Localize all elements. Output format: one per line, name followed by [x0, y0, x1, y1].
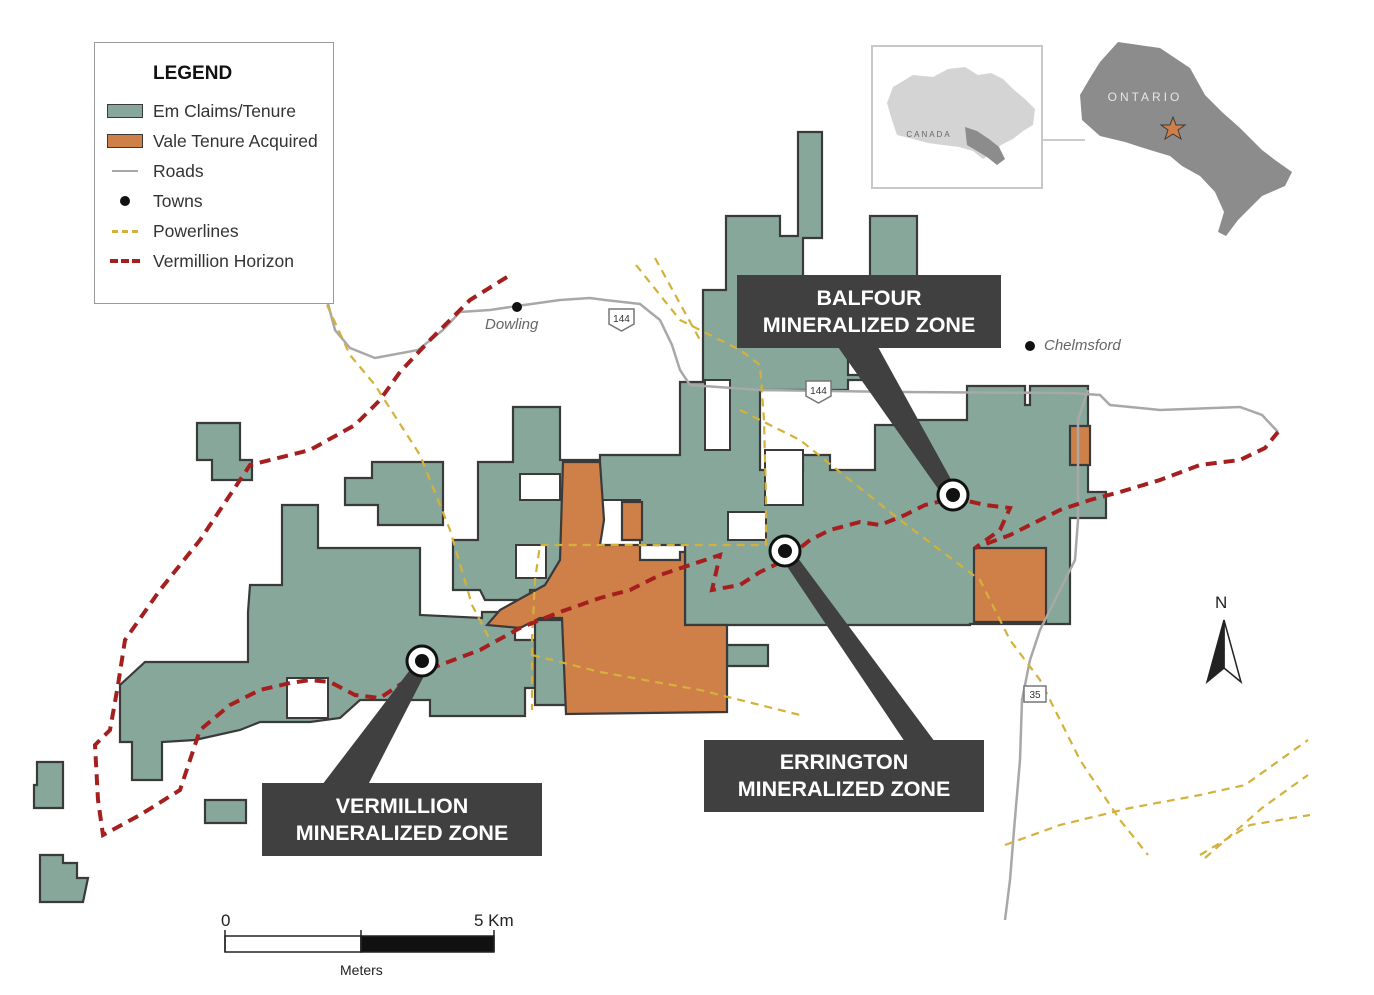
gap-a: [519, 473, 561, 501]
legend-item-roads: Roads: [107, 160, 204, 182]
canada-inset: CANADA: [871, 45, 1043, 189]
vermillion-horizon-line: [92, 275, 1280, 839]
legend-label-vale: Vale Tenure Acquired: [153, 130, 318, 151]
errington-marker: [768, 534, 802, 568]
balfour-zone-type: MINERALIZED ZONE: [762, 312, 976, 337]
errington-zone-type: MINERALIZED ZONE: [737, 777, 951, 801]
scale-start-label: 0: [221, 911, 231, 930]
claim-far-west-b: [38, 853, 90, 904]
legend-label-towns: Towns: [153, 190, 203, 211]
claims-swatch: [107, 104, 143, 118]
hwy-144-shield-a: 144: [608, 308, 635, 332]
claim-far-west-a: [32, 760, 65, 810]
vale-east-small: [1068, 424, 1092, 467]
vale-swatch: [107, 134, 143, 148]
scale-end-label: 5 Km: [474, 911, 514, 930]
vale-tenure-layer: [484, 424, 1092, 716]
towns-layer: [512, 302, 1035, 351]
highway-shields: 144 144 35: [608, 308, 1047, 703]
horizon-line-icon: [110, 259, 140, 263]
vermillion-leader: [322, 662, 428, 785]
scale-unit-label: Meters: [340, 962, 383, 978]
powerline-c: [654, 257, 701, 341]
gap-b: [515, 544, 547, 579]
balfour-marker: [936, 478, 970, 512]
balfour-zone-name: BALFOUR: [816, 285, 922, 310]
vermillion-zone-name: VERMILLION: [335, 793, 469, 818]
town-chelmsford-dot: [1025, 341, 1035, 351]
legend-label-claims: Em Claims/Tenure: [153, 100, 296, 121]
zone-markers: [405, 478, 970, 678]
gap-d: [727, 511, 767, 541]
errington-leader: [780, 550, 935, 742]
town-dot-icon: [120, 196, 130, 206]
tenure-gaps: [286, 379, 804, 719]
claim-west-small: [195, 421, 254, 482]
gap-f: [286, 677, 329, 719]
hwy-35-shield-label: 35: [1029, 690, 1041, 701]
town-label-dowling: Dowling: [485, 316, 539, 333]
powerline-a: [326, 304, 491, 641]
vermillion-zone-label: VERMILLION MINERALIZED ZONE: [262, 783, 542, 856]
zone-leaders: [322, 347, 958, 785]
hwy-144-shield-b-label: 144: [810, 386, 827, 397]
legend-label-horizon: Vermillion Horizon: [153, 250, 295, 271]
vermillion-zone-type: MINERALIZED ZONE: [295, 820, 509, 845]
powerline-e: [531, 653, 801, 717]
road-line-icon: [112, 170, 138, 172]
legend-label-roads: Roads: [153, 160, 204, 181]
canada-map: CANADA: [887, 67, 1035, 165]
north-arrow-icon: [1205, 619, 1243, 684]
legend-item-powerlines: Powerlines: [107, 220, 239, 242]
ontario-inset: ONTARIO: [1043, 42, 1292, 236]
errington-zone-label: ERRINGTON MINERALIZED ZONE: [704, 740, 984, 812]
powerline-b: [530, 264, 768, 710]
powerline-icon: [112, 229, 138, 233]
vale-small-1: [620, 500, 644, 542]
legend-title: LEGEND: [153, 63, 233, 84]
balfour-zone-label: BALFOUR MINERALIZED ZONE: [737, 275, 1001, 348]
hwy-144-shield-b: 144: [805, 380, 832, 404]
gap-e: [764, 449, 804, 506]
claim-east-small: [725, 643, 770, 668]
balfour-leader: [838, 347, 958, 500]
powerline-g: [1199, 813, 1311, 856]
town-dowling-dot: [512, 302, 522, 312]
gap-c: [704, 379, 731, 451]
ontario-label: ONTARIO: [1108, 90, 1183, 104]
ontario-shape: [1080, 42, 1292, 236]
scale-bar: [224, 930, 495, 953]
legend-item-towns: Towns: [107, 190, 203, 212]
powerline-d: [739, 409, 1149, 856]
canada-label: CANADA: [906, 130, 951, 139]
north-arrow-label: N: [1215, 593, 1228, 612]
claim-south-small: [203, 798, 248, 825]
hwy-144-shield-a-label: 144: [613, 314, 630, 325]
legend-panel: LEGEND Em Claims/Tenure Vale Tenure Acqu…: [94, 42, 334, 304]
legend-item-vale: Vale Tenure Acquired: [107, 130, 318, 152]
claim-north-west-block: [343, 460, 445, 527]
hwy-35-shield: 35: [1023, 685, 1047, 703]
legend-item-horizon: Vermillion Horizon: [107, 250, 294, 272]
powerline-f: [1004, 739, 1309, 847]
vale-east-block: [972, 546, 1048, 624]
project-location-star-icon: [1159, 115, 1187, 141]
town-label-chelmsford: Chelmsford: [1044, 337, 1121, 354]
vale-main: [484, 460, 729, 716]
powerline-h: [1204, 774, 1309, 859]
vermillion-marker: [405, 644, 439, 678]
errington-zone-name: ERRINGTON: [779, 750, 909, 774]
legend-item-claims: Em Claims/Tenure: [107, 100, 296, 122]
powerlines-layer: [326, 257, 1311, 859]
legend-label-powerlines: Powerlines: [153, 220, 239, 241]
